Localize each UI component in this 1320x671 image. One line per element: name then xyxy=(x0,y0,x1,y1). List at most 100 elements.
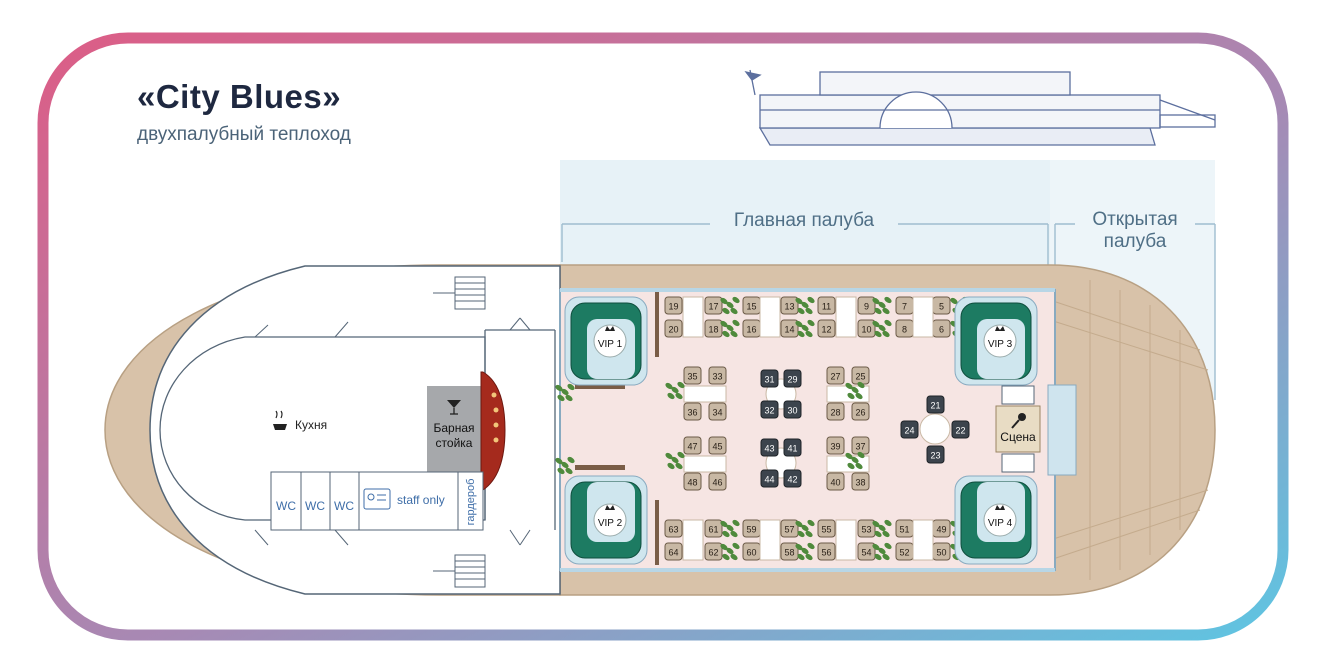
seat-number: 19 xyxy=(668,302,678,312)
wc-label-1: WC xyxy=(276,499,296,513)
seat-26[interactable]: 26 xyxy=(851,402,870,421)
seat-31[interactable]: 31 xyxy=(760,369,779,388)
table xyxy=(683,385,727,403)
seat-39[interactable]: 39 xyxy=(826,436,845,455)
seat-38[interactable]: 38 xyxy=(851,472,870,491)
seat-7[interactable]: 7 xyxy=(895,296,914,315)
seat-53[interactable]: 53 xyxy=(857,519,876,538)
vip-booth-4[interactable]: VIP 4 xyxy=(954,475,1038,565)
seat-number: 61 xyxy=(708,525,718,535)
seat-25[interactable]: 25 xyxy=(851,366,870,385)
seat-number: 5 xyxy=(939,302,944,312)
seat-34[interactable]: 34 xyxy=(708,402,727,421)
seat-22[interactable]: 22 xyxy=(951,420,970,439)
staff-room xyxy=(358,471,459,531)
seat-5[interactable]: 5 xyxy=(932,296,951,315)
bar-label-line2: стойка xyxy=(436,436,473,450)
seat-number: 10 xyxy=(861,325,871,335)
seat-24[interactable]: 24 xyxy=(900,420,919,439)
seat-number: 47 xyxy=(687,442,697,452)
seat-41[interactable]: 41 xyxy=(783,438,802,457)
seat-13[interactable]: 13 xyxy=(780,296,799,315)
seat-6[interactable]: 6 xyxy=(932,319,951,338)
table xyxy=(683,455,727,473)
seat-27[interactable]: 27 xyxy=(826,366,845,385)
seat-14[interactable]: 14 xyxy=(780,319,799,338)
seat-number: 55 xyxy=(821,525,831,535)
seat-54[interactable]: 54 xyxy=(857,542,876,561)
seat-63[interactable]: 63 xyxy=(664,519,683,538)
seat-61[interactable]: 61 xyxy=(704,519,723,538)
seat-8[interactable]: 8 xyxy=(895,319,914,338)
seat-40[interactable]: 40 xyxy=(826,472,845,491)
seat-12[interactable]: 12 xyxy=(817,319,836,338)
seat-57[interactable]: 57 xyxy=(780,519,799,538)
seat-36[interactable]: 36 xyxy=(683,402,702,421)
seat-number: 18 xyxy=(708,325,718,335)
seat-45[interactable]: 45 xyxy=(708,436,727,455)
gangway xyxy=(1047,384,1077,476)
seat-11[interactable]: 11 xyxy=(817,296,836,315)
seat-59[interactable]: 59 xyxy=(742,519,761,538)
seat-18[interactable]: 18 xyxy=(704,319,723,338)
seat-number: 26 xyxy=(855,408,865,418)
main-deck-shade xyxy=(560,160,1050,270)
seat-19[interactable]: 19 xyxy=(664,296,683,315)
wardrobe-label: гардероб xyxy=(465,479,477,526)
seat-60[interactable]: 60 xyxy=(742,542,761,561)
vip-booth-1[interactable]: VIP 1 xyxy=(564,296,648,386)
seat-35[interactable]: 35 xyxy=(683,366,702,385)
seat-50[interactable]: 50 xyxy=(932,542,951,561)
seat-number: 24 xyxy=(904,426,914,436)
seat-55[interactable]: 55 xyxy=(817,519,836,538)
stage xyxy=(995,405,1041,453)
seat-number: 60 xyxy=(746,548,756,558)
seat-21[interactable]: 21 xyxy=(926,395,945,414)
seat-62[interactable]: 62 xyxy=(704,542,723,561)
seat-32[interactable]: 32 xyxy=(760,400,779,419)
seat-48[interactable]: 48 xyxy=(683,472,702,491)
table xyxy=(759,519,781,561)
seat-47[interactable]: 47 xyxy=(683,436,702,455)
seat-64[interactable]: 64 xyxy=(664,542,683,561)
table xyxy=(912,296,934,338)
seat-37[interactable]: 37 xyxy=(851,436,870,455)
seat-44[interactable]: 44 xyxy=(760,469,779,488)
seat-51[interactable]: 51 xyxy=(895,519,914,538)
seat-number: 59 xyxy=(746,525,756,535)
seat-49[interactable]: 49 xyxy=(932,519,951,538)
seat-33[interactable]: 33 xyxy=(708,366,727,385)
seat-number: 39 xyxy=(830,442,840,452)
seat-number: 14 xyxy=(784,325,794,335)
stage-label: Сцена xyxy=(1000,430,1036,444)
seat-16[interactable]: 16 xyxy=(742,319,761,338)
seat-56[interactable]: 56 xyxy=(817,542,836,561)
vip-label: VIP 1 xyxy=(598,339,623,350)
wc-1 xyxy=(270,471,302,531)
seat-46[interactable]: 46 xyxy=(708,472,727,491)
seat-43[interactable]: 43 xyxy=(760,438,779,457)
seat-28[interactable]: 28 xyxy=(826,402,845,421)
seat-number: 41 xyxy=(787,444,797,454)
seat-23[interactable]: 23 xyxy=(926,445,945,464)
seat-52[interactable]: 52 xyxy=(895,542,914,561)
vip-booth-2[interactable]: VIP 2 xyxy=(564,475,648,565)
bar-counter xyxy=(480,371,506,491)
seat-10[interactable]: 10 xyxy=(857,319,876,338)
seat-20[interactable]: 20 xyxy=(664,319,683,338)
seat-number: 38 xyxy=(855,478,865,488)
seat-number: 34 xyxy=(712,408,722,418)
vip-booth-3[interactable]: VIP 3 xyxy=(954,296,1038,386)
seat-15[interactable]: 15 xyxy=(742,296,761,315)
seat-58[interactable]: 58 xyxy=(780,542,799,561)
seat-9[interactable]: 9 xyxy=(857,296,876,315)
crown-icon xyxy=(995,326,1005,331)
seat-17[interactable]: 17 xyxy=(704,296,723,315)
seat-29[interactable]: 29 xyxy=(783,369,802,388)
stage-steps xyxy=(1001,385,1035,473)
table xyxy=(912,519,934,561)
seat-number: 22 xyxy=(955,426,965,436)
seat-30[interactable]: 30 xyxy=(783,400,802,419)
seat-42[interactable]: 42 xyxy=(783,469,802,488)
